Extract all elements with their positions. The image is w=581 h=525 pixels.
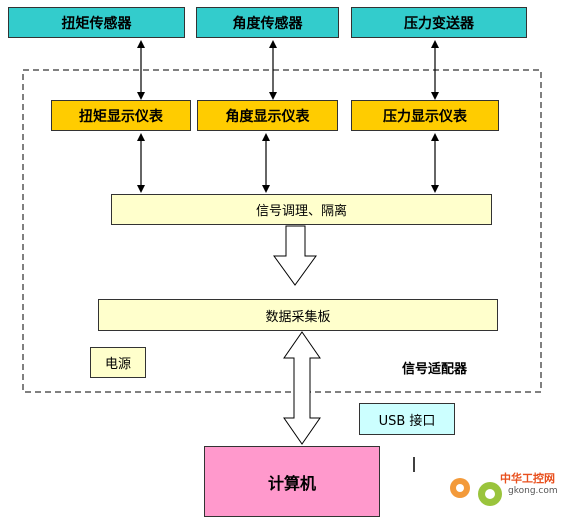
torque-meter-label: 扭矩显示仪表 xyxy=(79,108,163,125)
torque-sensor-label: 扭矩传感器 xyxy=(61,15,132,32)
angle-sensor-box: 角度传感器 xyxy=(196,7,339,38)
computer-label: 计算机 xyxy=(267,473,316,493)
watermark-gear-icon xyxy=(450,478,502,506)
pressure-meter-box: 压力显示仪表 xyxy=(351,100,499,131)
angle-meter-box: 角度显示仪表 xyxy=(197,100,338,131)
watermark-url: gkong.com xyxy=(508,486,558,496)
computer-box: 计算机 xyxy=(204,446,380,517)
angle-meter-label: 角度显示仪表 xyxy=(225,108,310,125)
signal-conditioning-label: 信号调理、隔离 xyxy=(255,204,347,219)
pressure-sensor-box: 压力变送器 xyxy=(351,7,527,38)
signal-conditioning-box: 信号调理、隔离 xyxy=(111,194,492,225)
power-box: 电源 xyxy=(90,347,146,378)
torque-sensor-box: 扭矩传感器 xyxy=(8,7,185,38)
hollow-arrow-double xyxy=(283,331,321,445)
adapter-label: 信号适配器 xyxy=(402,362,468,377)
watermark-name: 中华工控网 xyxy=(500,472,555,485)
hollow-arrow-down xyxy=(273,225,317,286)
usb-port-label: USB 接口 xyxy=(378,413,436,429)
daq-board-box: 数据采集板 xyxy=(98,299,498,331)
power-label: 电源 xyxy=(104,357,131,372)
angle-sensor-label: 角度传感器 xyxy=(232,15,303,32)
usb-port-box: USB 接口 xyxy=(359,403,455,435)
pressure-meter-label: 压力显示仪表 xyxy=(383,108,467,125)
torque-meter-box: 扭矩显示仪表 xyxy=(51,100,191,131)
daq-board-label: 数据采集板 xyxy=(265,309,331,325)
pressure-sensor-label: 压力变送器 xyxy=(404,15,474,32)
